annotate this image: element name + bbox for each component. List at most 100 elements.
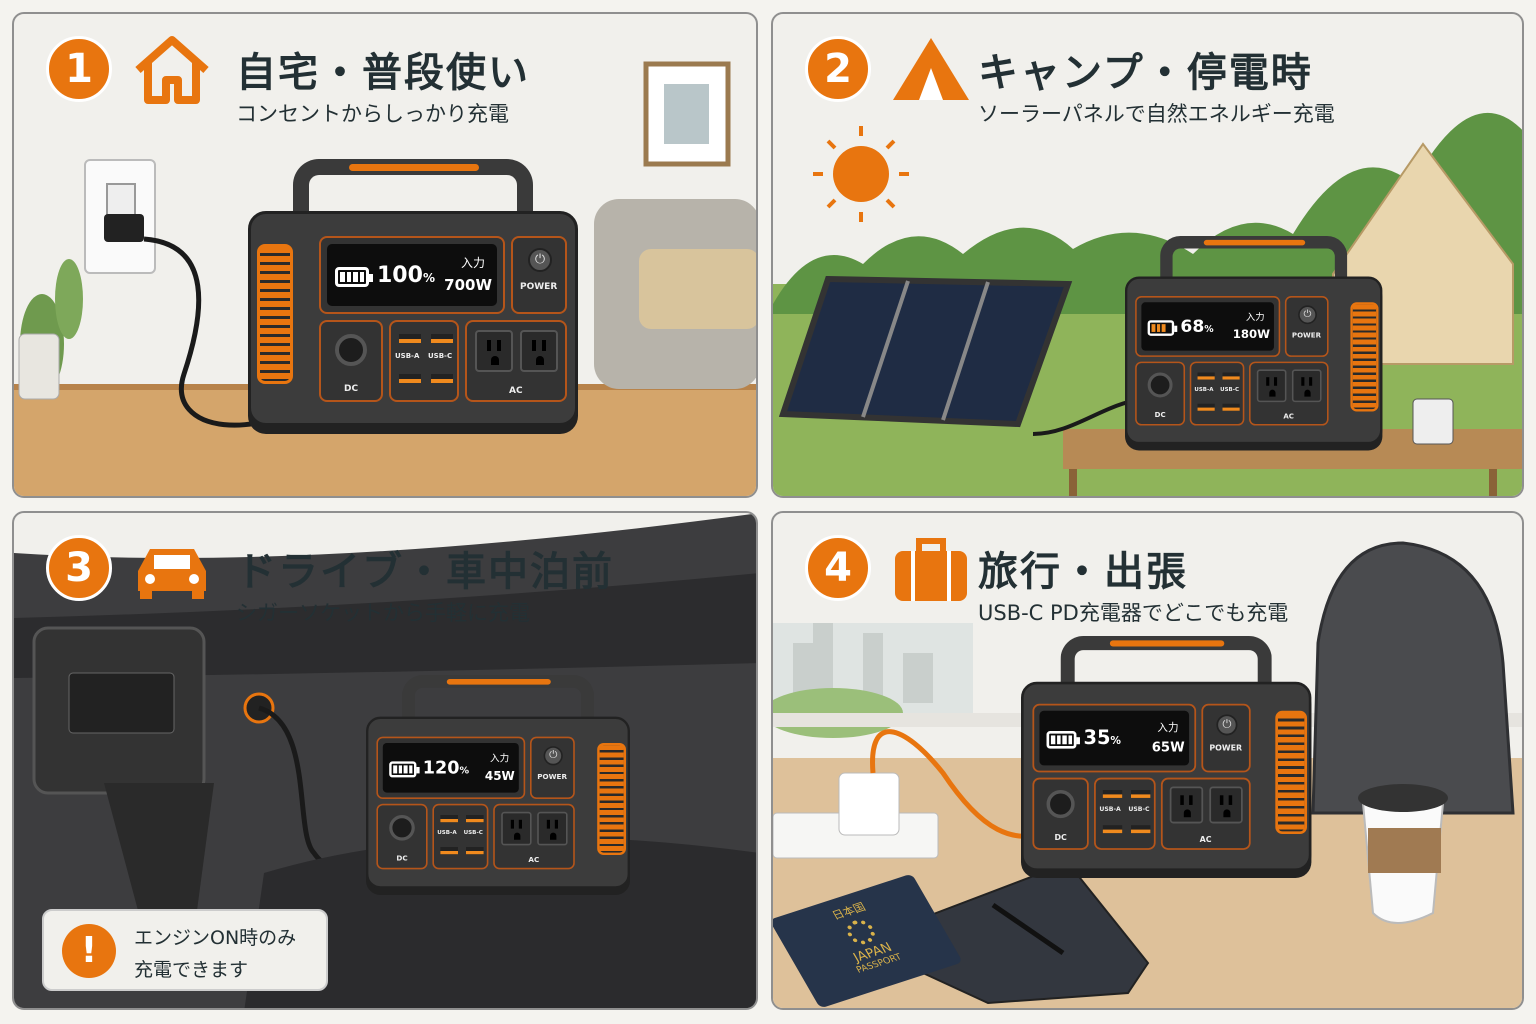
display-panel: 68% 入力 180W [1135,296,1281,357]
dc-port[interactable] [389,815,415,841]
usb-port-area: USB-A USB-C [389,320,459,402]
usb-a-port[interactable] [1197,403,1215,411]
usb-a-port[interactable] [399,374,421,383]
usb-port-area: USB-A USB-C [1094,777,1156,850]
side-vent [1350,302,1379,412]
display-panel: 100% 入力 700W [319,236,505,314]
panel-travel: 日本国 JAPAN PASSPORT 4 旅行・出張 USB-C PD充電器でど… [771,511,1524,1010]
panel-title: 自宅・普段使い [236,50,530,96]
usb-a-port[interactable] [440,815,458,823]
usb-c-port[interactable] [466,815,484,823]
usb-c-port[interactable] [1222,372,1240,380]
ac-outlet[interactable] [537,811,568,846]
side-vent [257,244,293,384]
panel-subtitle: ソーラーパネルで自然エネルギー充電 [978,102,1335,126]
display-panel: 35% 入力 65W [1032,703,1197,773]
battery-icon [389,761,420,778]
percent-unit: % [1204,323,1214,335]
ac-outlet-area: AC [1249,361,1329,426]
power-area: ⏻ POWER [1284,296,1329,357]
ac-outlet[interactable] [1291,369,1322,403]
ac-label: AC [509,386,523,396]
power-button[interactable]: ⏻ [1298,305,1317,325]
usb-c-port[interactable] [1131,825,1151,834]
usb-c-port[interactable] [1131,790,1151,798]
usb-c-port[interactable] [466,847,484,855]
panel-camping: 2 キャンプ・停電時 ソーラーパネルで自然エネルギー充電 68% 入力 180W… [771,12,1524,498]
ac-outlet[interactable] [475,330,513,372]
solar-panel [778,275,1073,428]
percent-value: 120 [422,758,460,779]
usb-a-port[interactable] [399,334,421,343]
dc-port-area: DC [1032,777,1089,850]
exclamation-icon: ! [62,924,116,978]
usb-c-port[interactable] [431,334,453,343]
ac-label: AC [1199,835,1212,845]
ac-label: AC [528,856,540,865]
usb-a-port[interactable] [440,847,458,855]
usb-c-port[interactable] [431,374,453,383]
note-line-2: 充電できます [134,959,249,981]
wall-outlet [84,159,156,274]
usb-a-port[interactable] [1102,825,1123,834]
power-area: ⏻ POWER [1201,703,1251,773]
portable-power-station: 120% 入力 45W ⏻ POWER DC USB-A USB-C [366,675,630,895]
input-label: 入力 [460,256,485,270]
lcd-screen: 35% 入力 65W [1039,710,1190,766]
usb-a-port[interactable] [1102,790,1123,798]
power-label: POWER [1291,331,1321,340]
dc-port[interactable] [1046,790,1075,819]
portable-power-station: 35% 入力 65W ⏻ POWER DC USB-A USB-C [1021,636,1312,878]
device-body: 100% 入力 700W ⏻ POWER DC USB-A USB-C [248,211,578,426]
car-icon [138,549,206,599]
percent-unit: % [459,764,470,776]
note-line-1: エンジンON時のみ [134,927,297,949]
percent-unit: % [1110,734,1122,747]
usb-c-label: USB-C [1128,805,1150,813]
percent-value: 100 [377,263,423,288]
ac-outlet[interactable] [1169,786,1204,824]
ac-outlet[interactable] [1209,786,1243,824]
power-button[interactable]: ⏻ [1216,714,1238,736]
portable-power-station: 68% 入力 180W ⏻ POWER DC USB-A USB-C [1125,236,1383,451]
power-button[interactable]: ⏻ [528,248,552,272]
suitcase-icon [895,538,967,601]
power-label: POWER [537,773,568,782]
panel-title: ドライブ・車中泊前 [236,549,614,595]
dc-port[interactable] [335,334,367,366]
step-number-badge: 4 [805,535,871,601]
input-watts: 700W [444,276,492,294]
battery-icon [335,267,373,287]
input-watts: 45W [484,768,515,783]
panel-home-use: 1 自宅・普段使い コンセントからしっかり充電 100% 入力 700W ⏻ P… [12,12,758,498]
usb-c-port[interactable] [1222,403,1240,411]
lcd-screen: 68% 入力 180W [1141,302,1274,351]
usb-a-port[interactable] [1197,372,1215,380]
panel-subtitle: シガーソケットから手軽に充電 [236,601,530,625]
percent-value: 68 [1180,317,1205,337]
battery-icon [1046,731,1080,749]
panel-subtitle: コンセントからしっかり充電 [236,102,509,126]
power-area: ⏻ POWER [530,736,575,799]
input-watts: 65W [1151,738,1185,755]
portable-power-station: 100% 入力 700W ⏻ POWER DC USB-A USB-C [248,159,578,434]
side-vent [597,743,626,855]
dc-port[interactable] [1147,372,1173,398]
power-button[interactable]: ⏻ [543,746,563,766]
input-watts: 180W [1232,327,1271,342]
battery-icon [1147,320,1178,336]
usb-c-label: USB-C [1220,386,1239,393]
dc-label: DC [1154,411,1166,420]
usb-c-label: USB-C [428,352,453,360]
tent-icon [893,38,969,100]
house-icon [135,36,209,104]
ac-outlet[interactable] [501,811,532,846]
dc-port-area: DC [319,320,383,402]
lcd-screen: 100% 入力 700W [327,244,497,306]
power-area: ⏻ POWER [511,236,567,314]
dc-label: DC [396,855,408,863]
ac-outlet[interactable] [1256,369,1287,403]
ac-outlet[interactable] [520,330,558,372]
battery-percent: 100% [377,263,435,288]
usb-port-area: USB-A USB-C [1189,361,1245,426]
